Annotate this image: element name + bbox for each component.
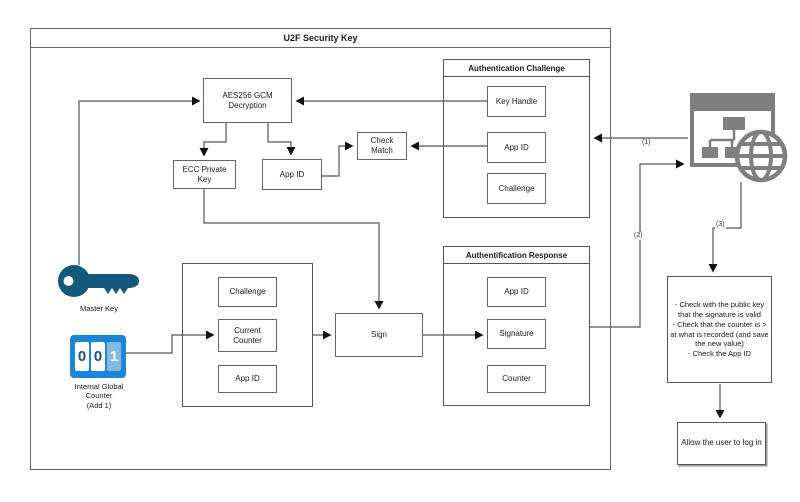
step-2-label: (2) bbox=[633, 232, 644, 240]
challenge-app-id-box: App ID bbox=[487, 132, 546, 163]
server-verification-checks-box: - Check with the public key that the sig… bbox=[667, 276, 772, 383]
ecc-private-key-box: ECC Private Key bbox=[173, 160, 236, 189]
response-counter-box: Counter bbox=[487, 365, 546, 393]
input-app-id-box: App ID bbox=[218, 365, 277, 393]
sign-box: Sign bbox=[335, 313, 423, 357]
internal-counter-icon: 0 0 1 bbox=[70, 335, 126, 378]
challenge-challenge-box: Challenge bbox=[487, 173, 546, 204]
step-1-label: (1) bbox=[641, 139, 652, 147]
app-id-decrypted-box: App ID bbox=[262, 159, 322, 190]
input-challenge-box: Challenge bbox=[218, 277, 277, 307]
check-match-box: Check Match bbox=[357, 132, 407, 160]
web-server-icon bbox=[690, 93, 788, 183]
counter-digit: 1 bbox=[107, 342, 121, 371]
step-3-label: (3) bbox=[715, 221, 726, 229]
authentification-response-title: Authentification Response bbox=[444, 247, 589, 264]
response-app-id-box: App ID bbox=[487, 277, 546, 307]
aes256-gcm-decryption-box: AES256 GCM Decryption bbox=[203, 78, 292, 123]
response-signature-box: Signature bbox=[487, 319, 546, 349]
globe-icon bbox=[734, 129, 788, 183]
sitemap-icon bbox=[702, 117, 745, 158]
authentication-challenge-title: Authentication Challenge bbox=[444, 60, 589, 77]
master-key-icon bbox=[58, 265, 139, 297]
u2f-container-title: U2F Security Key bbox=[31, 29, 610, 48]
internal-counter-label: Internal Global Counter (Add 1) bbox=[74, 382, 124, 410]
input-current-counter-box: Current Counter bbox=[218, 319, 277, 352]
counter-digit: 0 bbox=[75, 342, 89, 371]
counter-digit: 0 bbox=[91, 342, 105, 371]
master-key-label: Master Key bbox=[80, 304, 118, 313]
allow-login-box: Allow the user to log in bbox=[677, 422, 766, 465]
key-handle-box: Key Handle bbox=[487, 86, 546, 117]
